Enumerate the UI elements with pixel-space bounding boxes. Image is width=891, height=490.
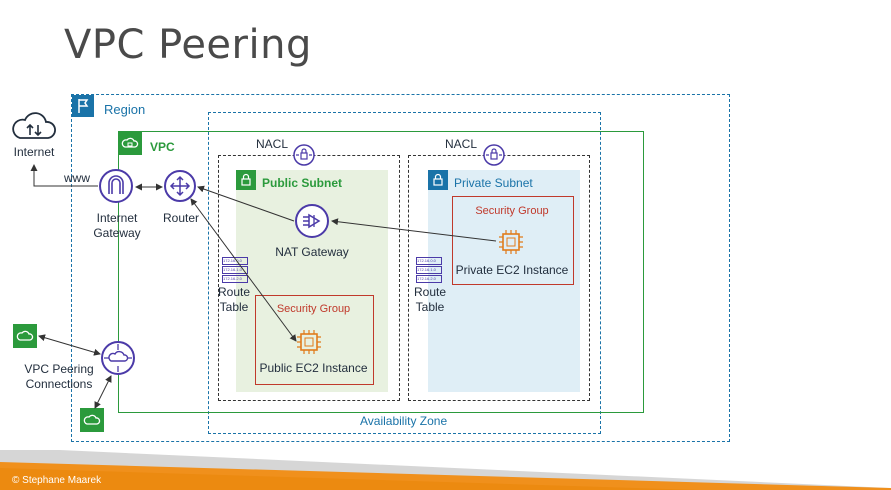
- internet-label: Internet: [13, 145, 55, 159]
- nacl-left-icon: [292, 143, 316, 172]
- private-subnet: [428, 170, 580, 392]
- route-table-right-label-line2: Table: [415, 300, 445, 314]
- availability-zone-label: Availability Zone: [360, 414, 448, 428]
- region-label: Region: [104, 102, 146, 117]
- nacl-right-icon: [482, 143, 506, 172]
- region-flag-icon: [72, 95, 94, 117]
- peer-vpc-bottom-icon: [80, 408, 104, 432]
- public-ec2-chip-icon: [294, 327, 324, 362]
- route-table-entry: 172.16.0.0: [416, 257, 442, 265]
- route-table-entry: 172.16.1.0: [416, 266, 442, 274]
- peer-vpc-top-icon: [13, 324, 37, 348]
- public-ec2-label: Public EC2 Instance: [259, 361, 368, 375]
- vpc-boundary: [118, 131, 644, 413]
- slide-title: VPC Peering: [64, 22, 312, 68]
- copyright-text: © Stephane Maarek: [12, 475, 102, 486]
- route-table-right-icon: 172.16.0.0 172.16.1.0 172.16.2.0: [416, 257, 442, 283]
- nacl-right-label: NACL: [444, 137, 477, 151]
- vpc-peering-label-line2: Connections: [25, 377, 93, 391]
- internet-gateway-icon: [98, 168, 134, 209]
- vpc-peering-icon: [100, 340, 136, 381]
- route-table-right-label-line1: Route: [413, 285, 447, 299]
- internet-gateway-label-line2: Gateway: [93, 226, 141, 240]
- region-boundary: [71, 94, 730, 442]
- vpc-peering-label-line1: VPC Peering: [24, 362, 94, 376]
- internet-gateway-label-line1: Internet: [96, 211, 138, 225]
- nat-gateway-icon: [294, 203, 330, 244]
- internet-cloud-icon: [10, 108, 58, 149]
- nacl-left-label: NACL: [255, 137, 288, 151]
- public-subnet-lock-icon: [236, 170, 256, 190]
- private-subnet-lock-icon: [428, 170, 448, 190]
- public-subnet-label: Public Subnet: [262, 176, 343, 190]
- private-security-group-label: Security Group: [475, 205, 549, 217]
- private-subnet-label: Private Subnet: [454, 176, 533, 190]
- route-table-entry: 172.16.2.0: [416, 275, 442, 283]
- router-icon: [163, 169, 197, 208]
- private-ec2-chip-icon: [496, 227, 526, 262]
- router-label: Router: [162, 211, 200, 225]
- private-ec2-label: Private EC2 Instance: [455, 263, 569, 277]
- vpc-label: VPC: [150, 140, 175, 154]
- vpc-cloud-icon: [118, 131, 142, 155]
